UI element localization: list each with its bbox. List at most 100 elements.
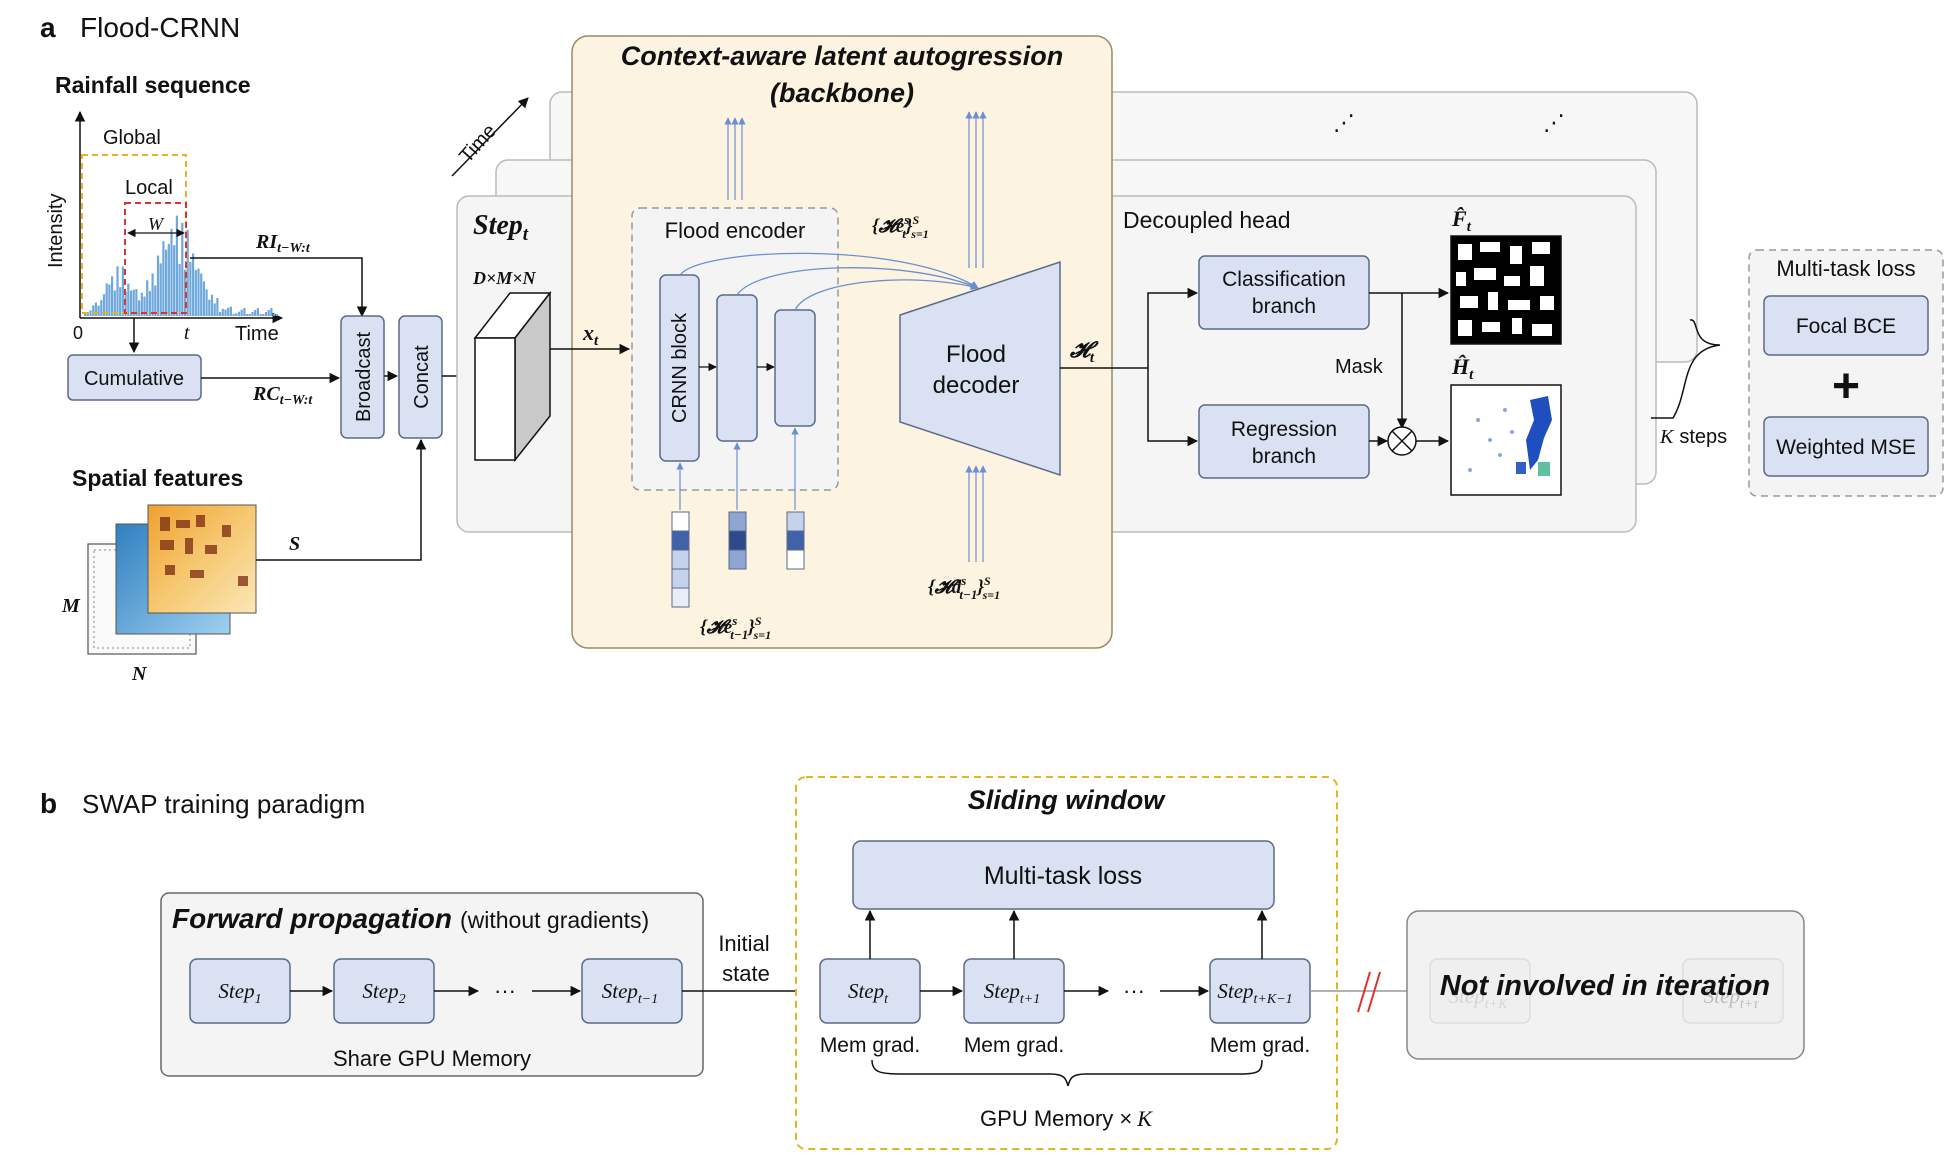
dots-2: ⋰ <box>1543 110 1565 135</box>
n-label: N <box>131 663 148 685</box>
panel-b: b SWAP training paradigm Forward propaga… <box>40 776 1805 1150</box>
multitask-loss-label-b: Multi-task loss <box>984 862 1142 890</box>
local-window <box>124 202 187 314</box>
rain-bar <box>219 312 222 316</box>
skip-connection-2 <box>736 267 979 296</box>
rain-bar <box>208 299 211 316</box>
rain-bar <box>100 300 103 316</box>
rain-bar <box>237 311 241 316</box>
rc-label: RCt−W:t <box>252 383 313 408</box>
rain-bar <box>108 284 111 316</box>
not-involved-label: Not involved in iteration <box>1440 970 1770 1002</box>
hidden-state-vectors <box>671 511 805 608</box>
rain-bar <box>194 270 197 316</box>
ht-to-regression <box>1147 368 1199 447</box>
rain-bar <box>216 298 219 316</box>
multiply-icon <box>1387 426 1417 456</box>
h-hat-label: Ĥt <box>1451 354 1474 383</box>
regression-line2: branch <box>1252 445 1316 468</box>
rain-bar <box>173 245 176 316</box>
step-1-label: Step1 <box>218 979 261 1007</box>
rain-bar <box>143 296 146 316</box>
s-arrow <box>256 438 427 561</box>
hidden-state-cell <box>786 549 805 570</box>
panel-a-title: Flood-CRNN <box>80 12 240 43</box>
rain-bar <box>159 263 162 316</box>
t-label: t <box>184 322 190 344</box>
rain-bar <box>165 249 168 316</box>
hidden-state-cell <box>786 530 805 551</box>
classification-line1: Classification <box>1222 268 1346 291</box>
s-label: S <box>289 533 300 555</box>
rain-bar <box>240 309 243 316</box>
step-ttau-ghost-label: Stept+τ <box>1704 984 1759 1012</box>
rain-bar <box>132 289 135 316</box>
rain-bar <box>175 215 178 316</box>
rain-bar <box>243 307 246 316</box>
step-ttau-ghost-box <box>1682 958 1784 1024</box>
rain-bar <box>113 290 116 316</box>
rain-bar <box>154 285 157 316</box>
rain-bar <box>229 306 232 316</box>
weighted-mse-label: Weighted MSE <box>1776 436 1916 459</box>
crnn-block-2 <box>716 294 758 442</box>
backbone-title-1: Context-aware latent autogression <box>621 41 1064 71</box>
step-tk-ghost-box <box>1429 958 1531 1024</box>
gpu-memory-label: GPU Memory ×K <box>980 1106 1153 1131</box>
rain-bar <box>273 314 276 316</box>
multitask-loss-box-b <box>852 840 1275 910</box>
rain-bar <box>181 222 184 316</box>
rain-bar <box>259 314 262 316</box>
crnn-block-1 <box>659 274 700 462</box>
rain-bar <box>151 273 154 316</box>
rain-bar <box>84 314 87 316</box>
rain-bar <box>210 294 214 316</box>
step-tk1-label: Stept+K−1 <box>1217 979 1292 1007</box>
rain-bar <box>213 303 216 316</box>
flood-decoder-line1: Flood <box>946 341 1006 368</box>
flood-depth-map <box>1450 384 1562 496</box>
hidden-state-cell <box>671 549 690 570</box>
panel-b-title: SWAP training paradigm <box>82 789 365 819</box>
rain-bar <box>186 229 189 316</box>
focal-bce-box <box>1763 295 1929 356</box>
backbone-title-2: (backbone) <box>770 78 914 108</box>
rain-bar <box>189 261 192 316</box>
ri-arrow <box>190 257 368 318</box>
hidden-state-cell <box>671 530 690 551</box>
rain-bar <box>135 289 138 316</box>
rainfall-title: Rainfall sequence <box>55 72 251 98</box>
vector-up-arrows <box>676 427 799 510</box>
rain-bar <box>92 305 95 316</box>
flood-decoder-line2: decoder <box>933 372 1020 399</box>
decoupled-head-label: Decoupled head <box>1123 207 1291 233</box>
cut-mark-1 <box>1357 971 1371 1013</box>
step-t-label-b: Stept <box>848 979 889 1007</box>
crnn-block-label: CRNN block <box>669 312 691 423</box>
classification-line2: branch <box>1252 295 1316 318</box>
flood-encoder-label: Flood encoder <box>665 218 806 243</box>
rainfall-bars <box>84 215 278 316</box>
rain-bar <box>197 268 200 316</box>
rain-bar <box>202 281 205 316</box>
step-t-label: Stept <box>473 210 529 245</box>
flood-extent-map <box>1450 235 1562 345</box>
rain-bar <box>162 241 165 316</box>
skip-connection-1 <box>679 252 979 289</box>
share-memory-label: Share GPU Memory <box>333 1046 531 1071</box>
forward-ellipsis: ··· <box>494 978 516 1003</box>
rain-bar <box>146 280 149 316</box>
rain-bar <box>251 312 254 316</box>
backbone-box <box>571 35 1113 649</box>
rain-bar <box>267 310 270 316</box>
rain-bar <box>138 300 141 316</box>
m-label: M <box>61 595 81 617</box>
step-prev-label: Stept−1 <box>602 979 659 1007</box>
input-tensor <box>473 290 552 463</box>
classification-branch-box <box>1198 255 1370 330</box>
gpu-memory-brace <box>871 1059 1263 1087</box>
hidden-state-cell <box>671 568 690 589</box>
